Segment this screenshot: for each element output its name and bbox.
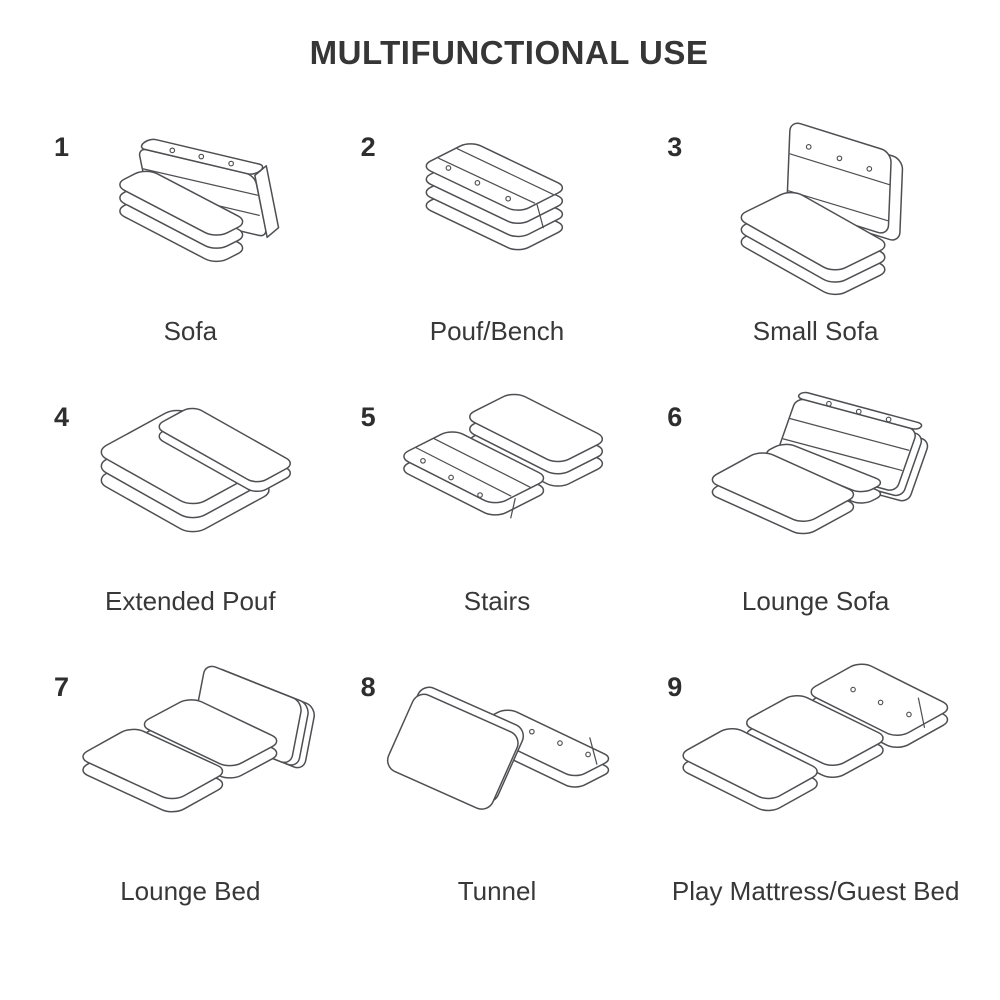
config-label: Small Sofa — [752, 316, 879, 346]
figure-box — [653, 646, 978, 874]
config-cell-6: 6 Lounge Sofa — [653, 376, 978, 644]
config-label: Pouf/Bench — [429, 316, 565, 346]
config-label: Sofa — [163, 316, 218, 346]
config-number: 4 — [54, 402, 70, 432]
config-number: 9 — [667, 672, 683, 702]
figure-box — [40, 106, 341, 314]
config-cell-9: 9 Play Mattress/Guest Bed — [653, 646, 978, 946]
figure-box — [653, 106, 978, 314]
lounge-sofa-figure — [684, 380, 947, 582]
page-title: MULTIFUNCTIONAL USE — [309, 34, 709, 71]
figure-box — [347, 106, 648, 314]
config-number: 6 — [667, 402, 683, 432]
configurations-grid: 1 Sofa 2 Pouf/Bench 3 Small Sofa 4 — [40, 106, 978, 946]
stairs-figure — [365, 380, 628, 519]
config-cell-7: 7 Lounge Bed — [40, 646, 341, 946]
figure-box — [653, 376, 978, 584]
config-number: 3 — [667, 132, 683, 162]
config-number: 8 — [360, 672, 376, 702]
config-label: Play Mattress/Guest Bed — [671, 876, 960, 906]
config-number: 2 — [360, 132, 376, 162]
config-cell-4: 4 Extended Pouf — [40, 376, 341, 644]
config-number: 7 — [54, 672, 70, 702]
sofa-figure — [59, 110, 322, 312]
tunnel-figure — [365, 650, 628, 852]
config-label: Extended Pouf — [105, 586, 276, 616]
figure-box — [40, 646, 341, 874]
figure-box — [347, 376, 648, 584]
lounge-bed-figure — [59, 650, 322, 852]
play-mattress-guest-bed-figure — [670, 650, 962, 852]
figure-box — [40, 376, 341, 584]
config-label: Tunnel — [457, 876, 537, 906]
config-number: 1 — [54, 132, 70, 162]
config-label: Stairs — [463, 586, 531, 616]
figure-box — [347, 646, 648, 874]
config-cell-5: 5 Stairs — [347, 376, 648, 644]
config-label: Lounge Sofa — [741, 586, 890, 616]
config-cell-1: 1 Sofa — [40, 106, 341, 374]
config-cell-8: 8 Tunnel — [347, 646, 648, 946]
config-label: Lounge Bed — [120, 876, 261, 906]
config-cell-3: 3 Small Sofa — [653, 106, 978, 374]
config-cell-2: 2 Pouf/Bench — [347, 106, 648, 374]
extended-pouf-figure — [59, 380, 322, 582]
config-number: 5 — [360, 402, 376, 432]
small-sofa-figure — [684, 110, 947, 312]
pouf-bench-figure — [365, 110, 628, 312]
